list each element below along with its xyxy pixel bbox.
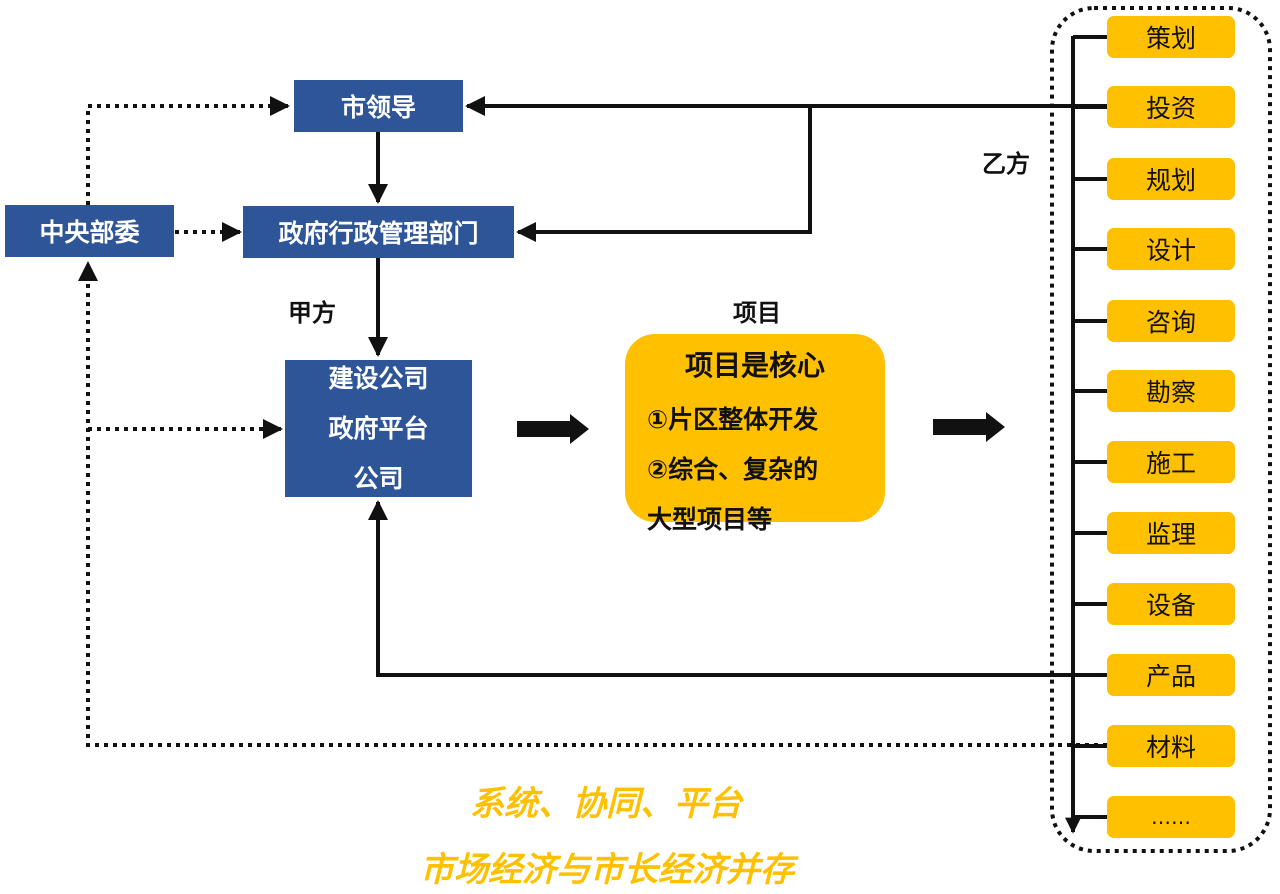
product-to-company-arrow [368, 500, 1107, 677]
ministry-to-leader-dotted [86, 96, 290, 205]
central-ministry-label: 中央部委 [39, 218, 140, 247]
construction-company-line-2: 政府平台 [328, 413, 429, 443]
party-b-item: 产品 [1107, 654, 1235, 696]
party-a-label: 甲方 [288, 299, 336, 327]
party-b-item: 勘察 [1107, 370, 1235, 412]
city-leader-box: 市领导 [294, 80, 463, 132]
materials-to-ministry-dotted [78, 261, 1107, 747]
party-b-item: 规划 [1107, 158, 1235, 200]
gov-admin-dept-box: 政府行政管理部门 [243, 206, 514, 258]
party-b-ticks [1073, 35, 1107, 819]
project-to-partyb-block-arrow [933, 412, 1005, 442]
party-b-item: 咨询 [1107, 300, 1235, 342]
gov-admin-dept-label: 政府行政管理部门 [278, 219, 479, 248]
project-core-line-3: 大型项目等 [647, 505, 773, 534]
party-b-label: 乙方 [982, 150, 1030, 178]
company-to-project-block-arrow [517, 414, 589, 444]
project-core-line-2: ②综合、复杂的 [647, 455, 819, 484]
construction-company-line-3: 公司 [353, 463, 404, 493]
party-b-item: 监理 [1107, 512, 1235, 554]
construction-company-line-1: 建设公司 [328, 363, 429, 393]
party-b-item: 投资 [1107, 86, 1235, 128]
party-b-item: 设计 [1107, 228, 1235, 270]
construction-company-box: 建设公司 政府平台 公司 [285, 360, 472, 497]
party-b-dotted-border [1050, 6, 1272, 853]
tagline-economy: 市场经济与市长经济并存 [420, 850, 794, 890]
party-b-item: 策划 [1107, 16, 1235, 58]
project-label: 项目 [733, 299, 781, 327]
party-b-item: 材料 [1107, 725, 1235, 767]
party-b-item: 施工 [1107, 441, 1235, 483]
city-leader-label: 市领导 [340, 93, 416, 122]
tagline-system: 系统、协同、平台 [470, 784, 742, 824]
invest-to-dept-arrow [516, 106, 812, 242]
central-ministry-box: 中央部委 [5, 205, 174, 257]
party-b-item: …… [1107, 796, 1235, 838]
party-b-item: 设备 [1107, 583, 1235, 625]
project-core-box: 项目是核心 ①片区整体开发 ②综合、复杂的 大型项目等 [625, 334, 885, 534]
project-core-line-1: ①片区整体开发 [647, 405, 819, 434]
project-core-title: 项目是核心 [684, 349, 825, 382]
